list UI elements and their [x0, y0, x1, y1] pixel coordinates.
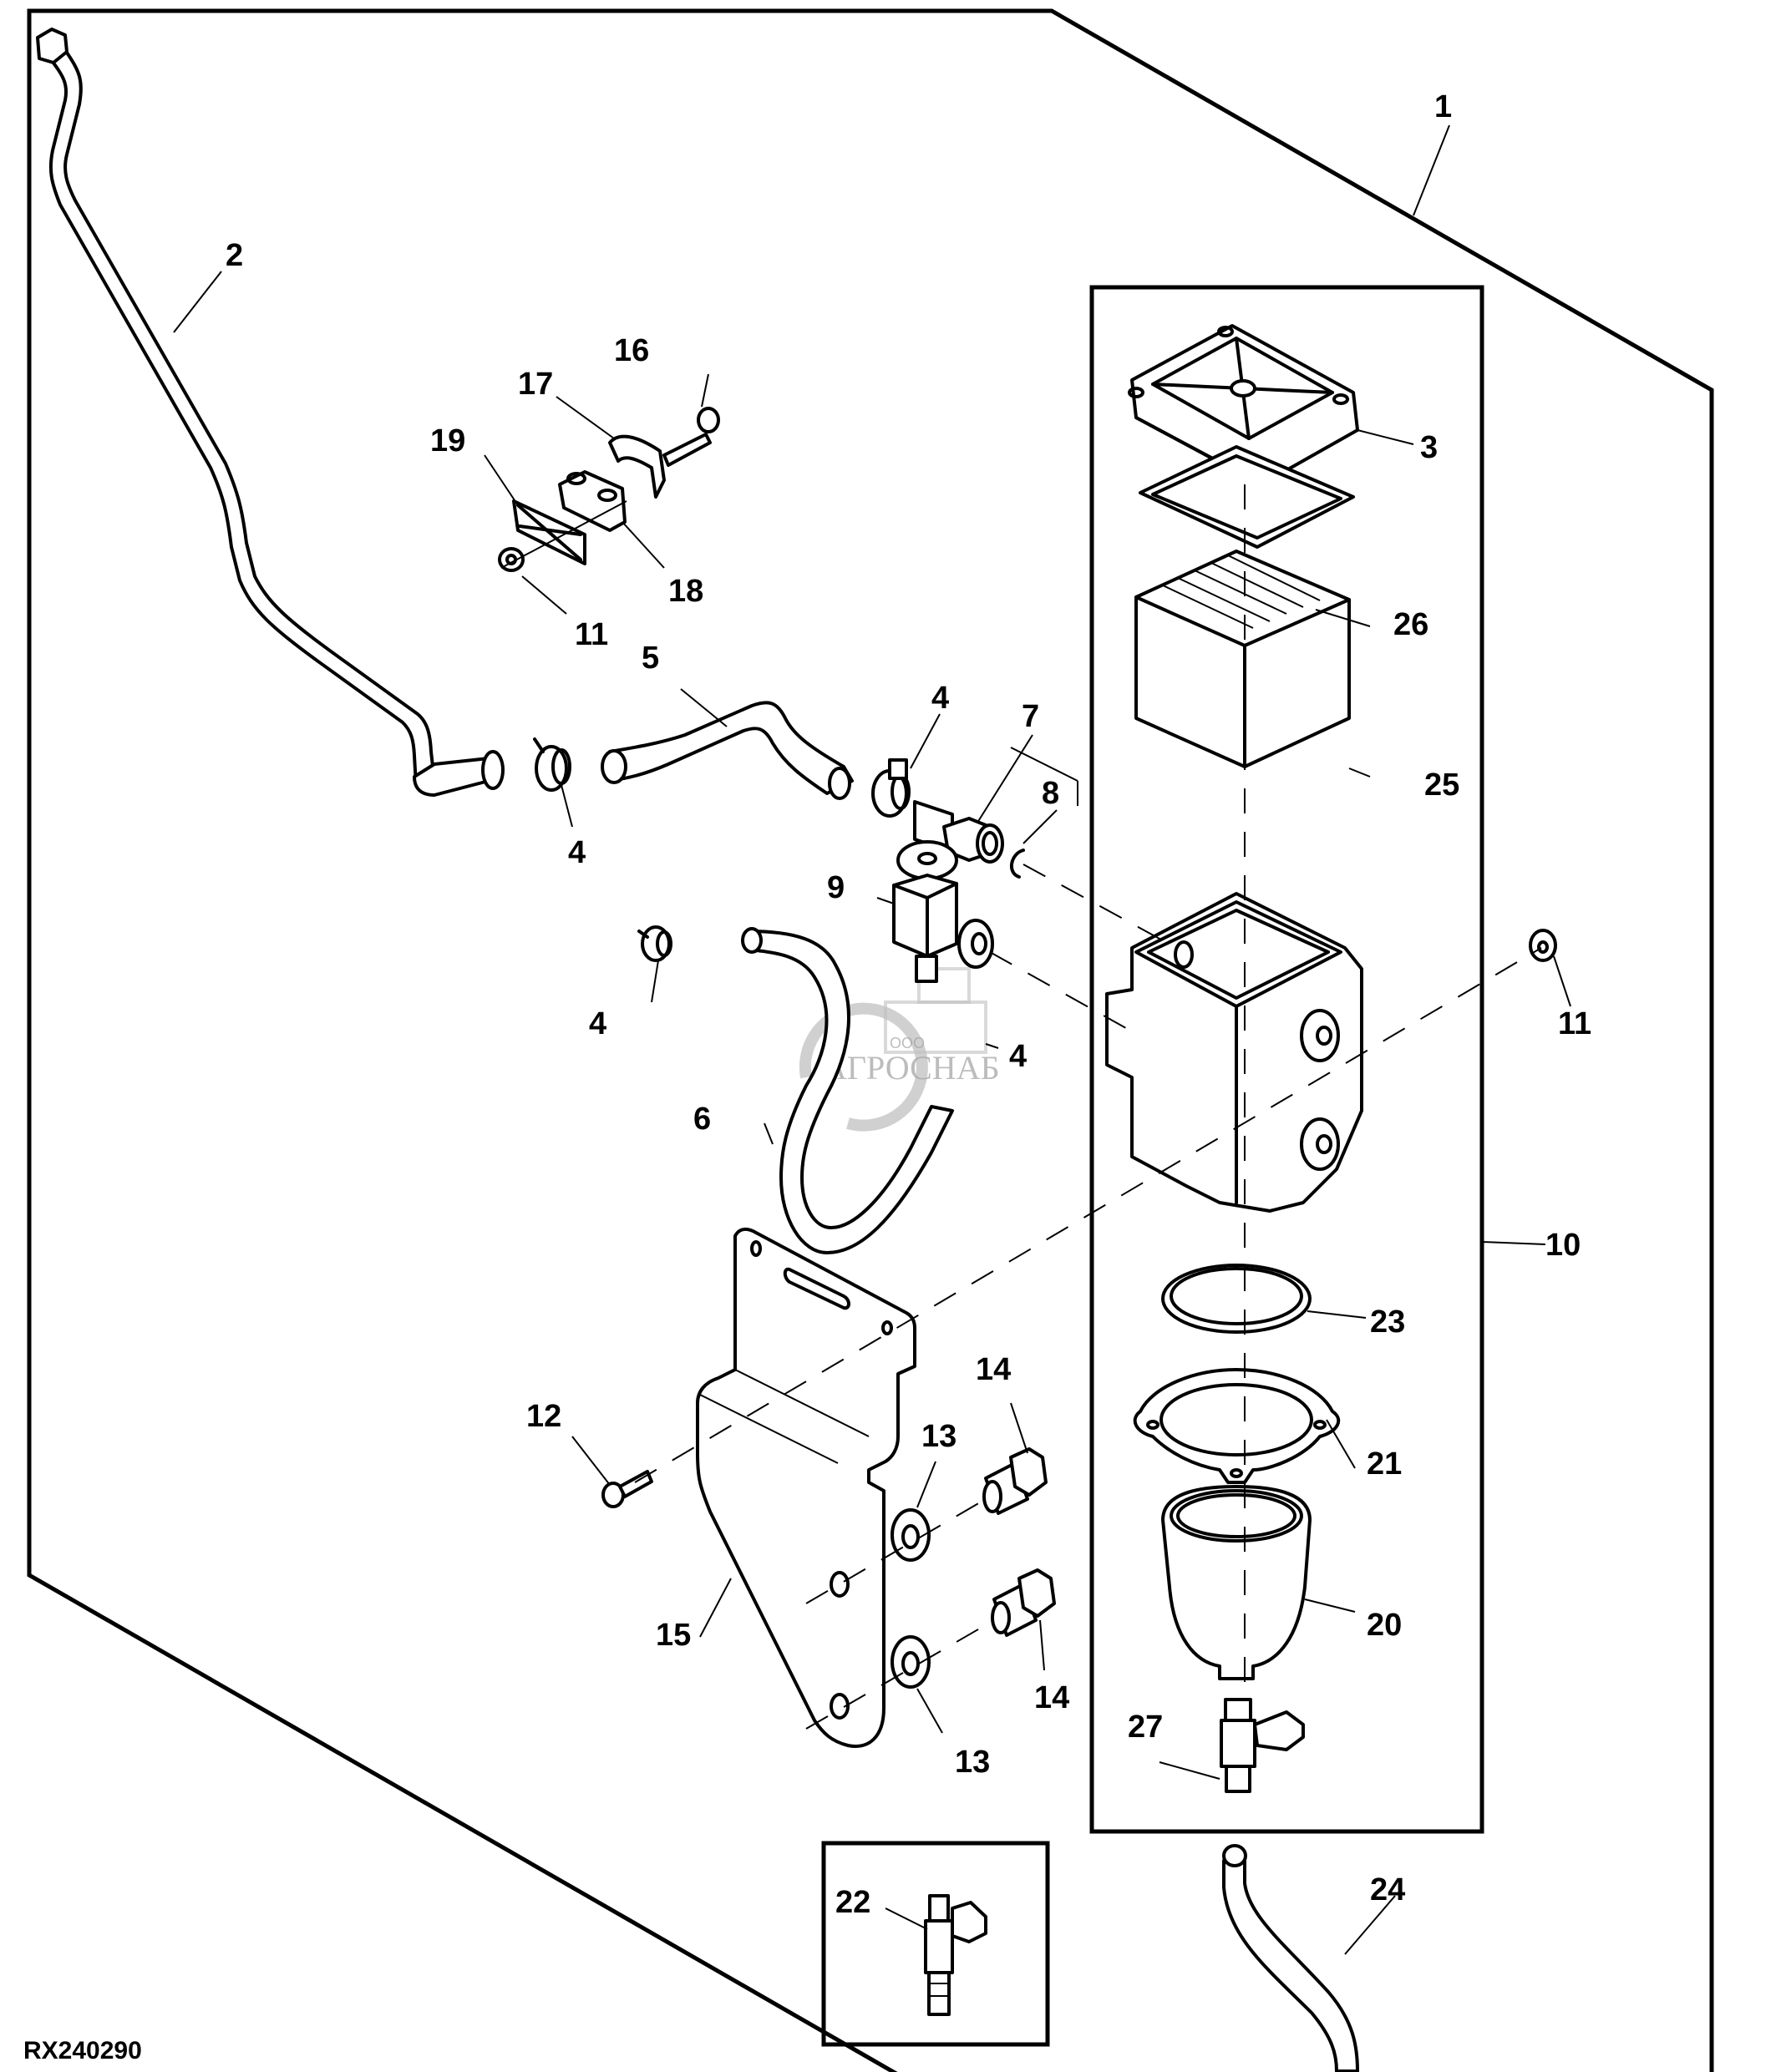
- inset-box: [821, 1841, 1050, 2047]
- part-drain-valve-22: [924, 1894, 987, 2016]
- callout-20: 20: [1367, 1608, 1402, 1643]
- callout-labels: 1 2 3 4 4 4 4 5 6 7 8 9 10 11 11 12 13 1…: [226, 89, 1591, 1920]
- part-o-ring-23: [1161, 1264, 1312, 1334]
- callout-18: 18: [668, 574, 703, 609]
- part-clip-assembly: [498, 407, 720, 572]
- part-o-ring-8: [1010, 849, 1025, 879]
- callout-7: 7: [1022, 699, 1039, 734]
- part-filter-head: [1105, 892, 1363, 1213]
- callout-14a: 14: [976, 1352, 1011, 1387]
- callout-12: 12: [526, 1399, 561, 1434]
- part-valve-9: [892, 840, 994, 983]
- callout-5: 5: [642, 641, 659, 676]
- callout-23: 23: [1370, 1304, 1405, 1340]
- part-drain-hose-24: [1222, 1844, 1359, 2072]
- part-bowl-20: [1161, 1485, 1312, 1680]
- part-gasket-26: [1139, 445, 1355, 549]
- callout-14b: 14: [1034, 1680, 1069, 1715]
- watermark-prefix: ООО: [890, 1035, 925, 1051]
- callout-17: 17: [518, 367, 553, 402]
- part-hose-6: [741, 927, 954, 1254]
- callout-26: 26: [1393, 607, 1428, 642]
- callout-27: 27: [1128, 1710, 1163, 1745]
- assembly-centerlines: [634, 484, 1542, 1730]
- part-drain-valve-27: [1220, 1698, 1305, 1793]
- callout-1: 1: [1434, 89, 1452, 124]
- callout-4c: 4: [589, 1006, 606, 1041]
- part-nut-11: [1529, 929, 1557, 962]
- part-bracket-15: [696, 1227, 916, 1748]
- leader-lines: [173, 124, 1571, 1955]
- callout-3: 3: [1420, 430, 1438, 465]
- watermark-name: АГРОСНАБ: [823, 1049, 1000, 1087]
- callout-2: 2: [226, 238, 243, 273]
- part-bolt-14a: [982, 1447, 1048, 1515]
- assembly-boundary: [27, 8, 1714, 2072]
- callout-8: 8: [1042, 776, 1059, 811]
- callout-25: 25: [1424, 768, 1459, 803]
- filter-assembly-box: [1089, 285, 1484, 1834]
- part-filter-element-25: [1134, 550, 1351, 768]
- callout-19: 19: [430, 423, 465, 458]
- callout-4d: 4: [1009, 1039, 1027, 1074]
- callout-10: 10: [1545, 1228, 1581, 1263]
- callout-4a: 4: [568, 835, 586, 870]
- callout-4b: 4: [931, 681, 949, 716]
- callout-21: 21: [1367, 1446, 1402, 1482]
- part-hose-clamp-1: [533, 737, 571, 792]
- part-bolt-14b: [991, 1568, 1056, 1637]
- part-retaining-ring-21: [1133, 1368, 1341, 1484]
- callout-13b: 13: [955, 1745, 990, 1780]
- callout-16: 16: [614, 333, 649, 368]
- figure-id: RX240290: [23, 2037, 142, 2064]
- callout-11a: 11: [575, 617, 608, 652]
- callout-22: 22: [835, 1885, 870, 1920]
- watermark: ООО АГРОСНАБ: [799, 967, 1000, 1132]
- callout-13a: 13: [921, 1419, 957, 1454]
- callout-24: 24: [1370, 1872, 1405, 1907]
- part-hose-5: [601, 701, 854, 800]
- part-hose-clamp-3: [637, 925, 672, 962]
- part-fuel-line: [36, 28, 505, 797]
- callout-9: 9: [827, 870, 845, 905]
- callout-11b: 11: [1558, 1006, 1591, 1041]
- part-hose-clamp-2: [871, 758, 911, 818]
- callout-6: 6: [693, 1102, 711, 1137]
- callout-15: 15: [656, 1618, 691, 1653]
